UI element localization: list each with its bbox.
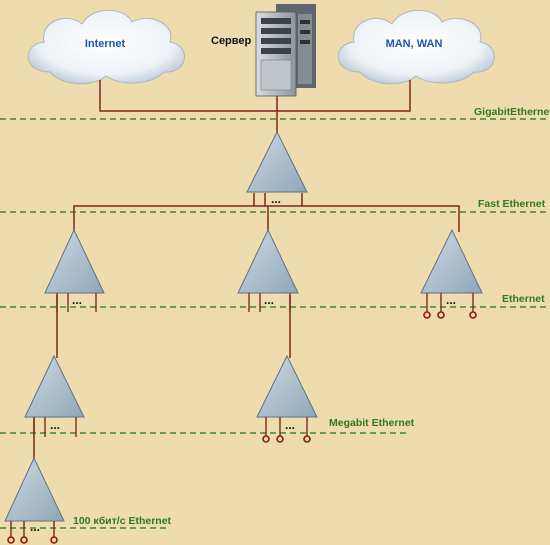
link-internet-server-mainswitch xyxy=(99,80,411,112)
cloud-man-wan: MAN, WAN xyxy=(337,9,495,85)
ellipsis-lower-left: ... xyxy=(50,418,60,432)
endpoint-node xyxy=(437,311,445,319)
level-label-fast-ethernet: Fast Ethernet xyxy=(478,198,546,210)
endpoint-node xyxy=(276,435,284,443)
switch-center xyxy=(237,228,299,294)
cloud-label-internet: Internet xyxy=(85,38,126,50)
switch-right xyxy=(420,228,483,294)
endpoint-nodes xyxy=(7,311,477,544)
server-icon xyxy=(255,4,316,97)
switch-main xyxy=(246,130,308,193)
switch-left xyxy=(44,228,105,294)
cloud-label-man-wan: MAN, WAN xyxy=(386,38,443,50)
level-label-gigabit: GigabitEthernet xyxy=(474,106,550,118)
level-label-ethernet: Ethernet xyxy=(502,293,545,305)
ellipsis-right: ... xyxy=(446,293,456,307)
links xyxy=(33,80,460,460)
level-lines xyxy=(0,118,548,529)
ellipsis-left: ... xyxy=(72,293,82,307)
endpoint-node xyxy=(20,536,28,544)
endpoint-node xyxy=(7,536,15,544)
ellipsis-lower-center: ... xyxy=(285,418,295,432)
endpoint-node xyxy=(50,536,58,544)
level-label-100k: 100 кбит/с Ethernet xyxy=(73,515,172,527)
server-label: Сервер xyxy=(211,35,252,47)
endpoint-node xyxy=(303,435,311,443)
endpoint-node xyxy=(262,435,270,443)
port-ellipses: ... ... ... ... ... ... ... xyxy=(30,192,456,534)
switch-lower-center xyxy=(256,354,318,418)
link-fast-backbone xyxy=(73,205,460,232)
ellipsis-main: ... xyxy=(271,192,281,206)
cloud-internet: Internet xyxy=(27,9,185,85)
endpoint-node xyxy=(423,311,431,319)
level-label-megabit: Megabit Ethernet xyxy=(329,417,415,429)
port-stubs xyxy=(10,293,474,538)
endpoint-node xyxy=(469,311,477,319)
switch-bottom xyxy=(4,456,65,522)
ellipsis-bottom: ... xyxy=(30,520,40,534)
ellipsis-center: ... xyxy=(264,293,274,307)
switch-lower-left xyxy=(24,354,85,418)
